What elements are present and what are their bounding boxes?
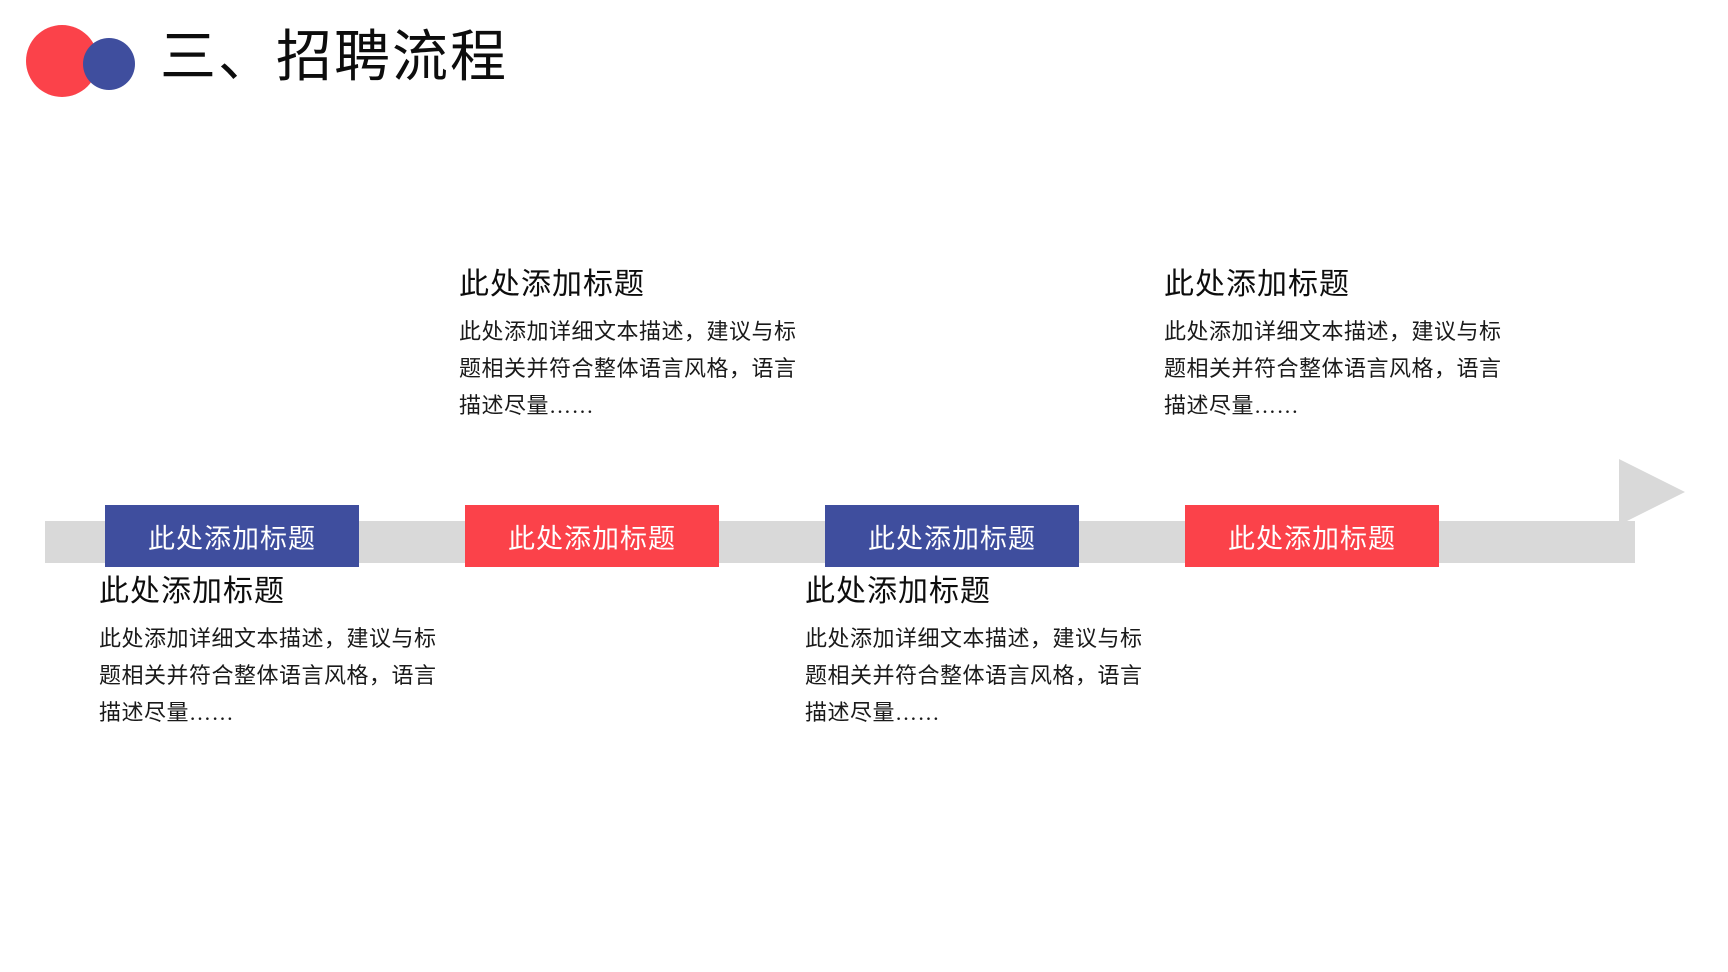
caption-title-step-4: 此处添加标题 (1164, 268, 1350, 301)
page-title: 三、招聘流程 (160, 27, 508, 89)
flow-step-1-label: 此处添加标题 (148, 523, 316, 554)
logo-mark (26, 22, 141, 106)
caption-body-step-4: 此处添加详细文本描述，建议与标题相关并符合整体语言风格，语言描述尽量…… (1164, 319, 1502, 418)
caption-block-step-4: 此处添加标题 此处添加详细文本描述，建议与标题相关并符合整体语言风格，语言描述尽… (1164, 263, 1504, 424)
caption-body-step-1: 此处添加详细文本描述，建议与标题相关并符合整体语言风格，语言描述尽量…… (99, 626, 437, 725)
caption-block-step-1: 此处添加标题 此处添加详细文本描述，建议与标题相关并符合整体语言风格，语言描述尽… (99, 570, 439, 731)
flow-step-4-label: 此处添加标题 (1228, 523, 1396, 554)
flow-step-2[interactable]: 此处添加标题 (465, 505, 719, 567)
flow-step-2-label: 此处添加标题 (508, 523, 676, 554)
caption-title-step-3: 此处添加标题 (805, 575, 991, 608)
logo-blue-circle-icon (83, 38, 135, 90)
flow-step-3[interactable]: 此处添加标题 (825, 505, 1079, 567)
caption-title-step-2: 此处添加标题 (459, 268, 645, 301)
flow-step-1[interactable]: 此处添加标题 (105, 505, 359, 567)
caption-block-step-2: 此处添加标题 此处添加详细文本描述，建议与标题相关并符合整体语言风格，语言描述尽… (459, 263, 799, 424)
caption-block-step-3: 此处添加标题 此处添加详细文本描述，建议与标题相关并符合整体语言风格，语言描述尽… (805, 570, 1145, 731)
caption-body-step-2: 此处添加详细文本描述，建议与标题相关并符合整体语言风格，语言描述尽量…… (459, 319, 797, 418)
caption-title-step-1: 此处添加标题 (99, 575, 285, 608)
slide-header: 三、招聘流程 (0, 0, 1728, 140)
flow-step-4[interactable]: 此处添加标题 (1185, 505, 1439, 567)
flow-step-3-label: 此处添加标题 (868, 523, 1036, 554)
flow-arrowhead-icon (1619, 459, 1685, 525)
caption-body-step-3: 此处添加详细文本描述，建议与标题相关并符合整体语言风格，语言描述尽量…… (805, 626, 1143, 725)
